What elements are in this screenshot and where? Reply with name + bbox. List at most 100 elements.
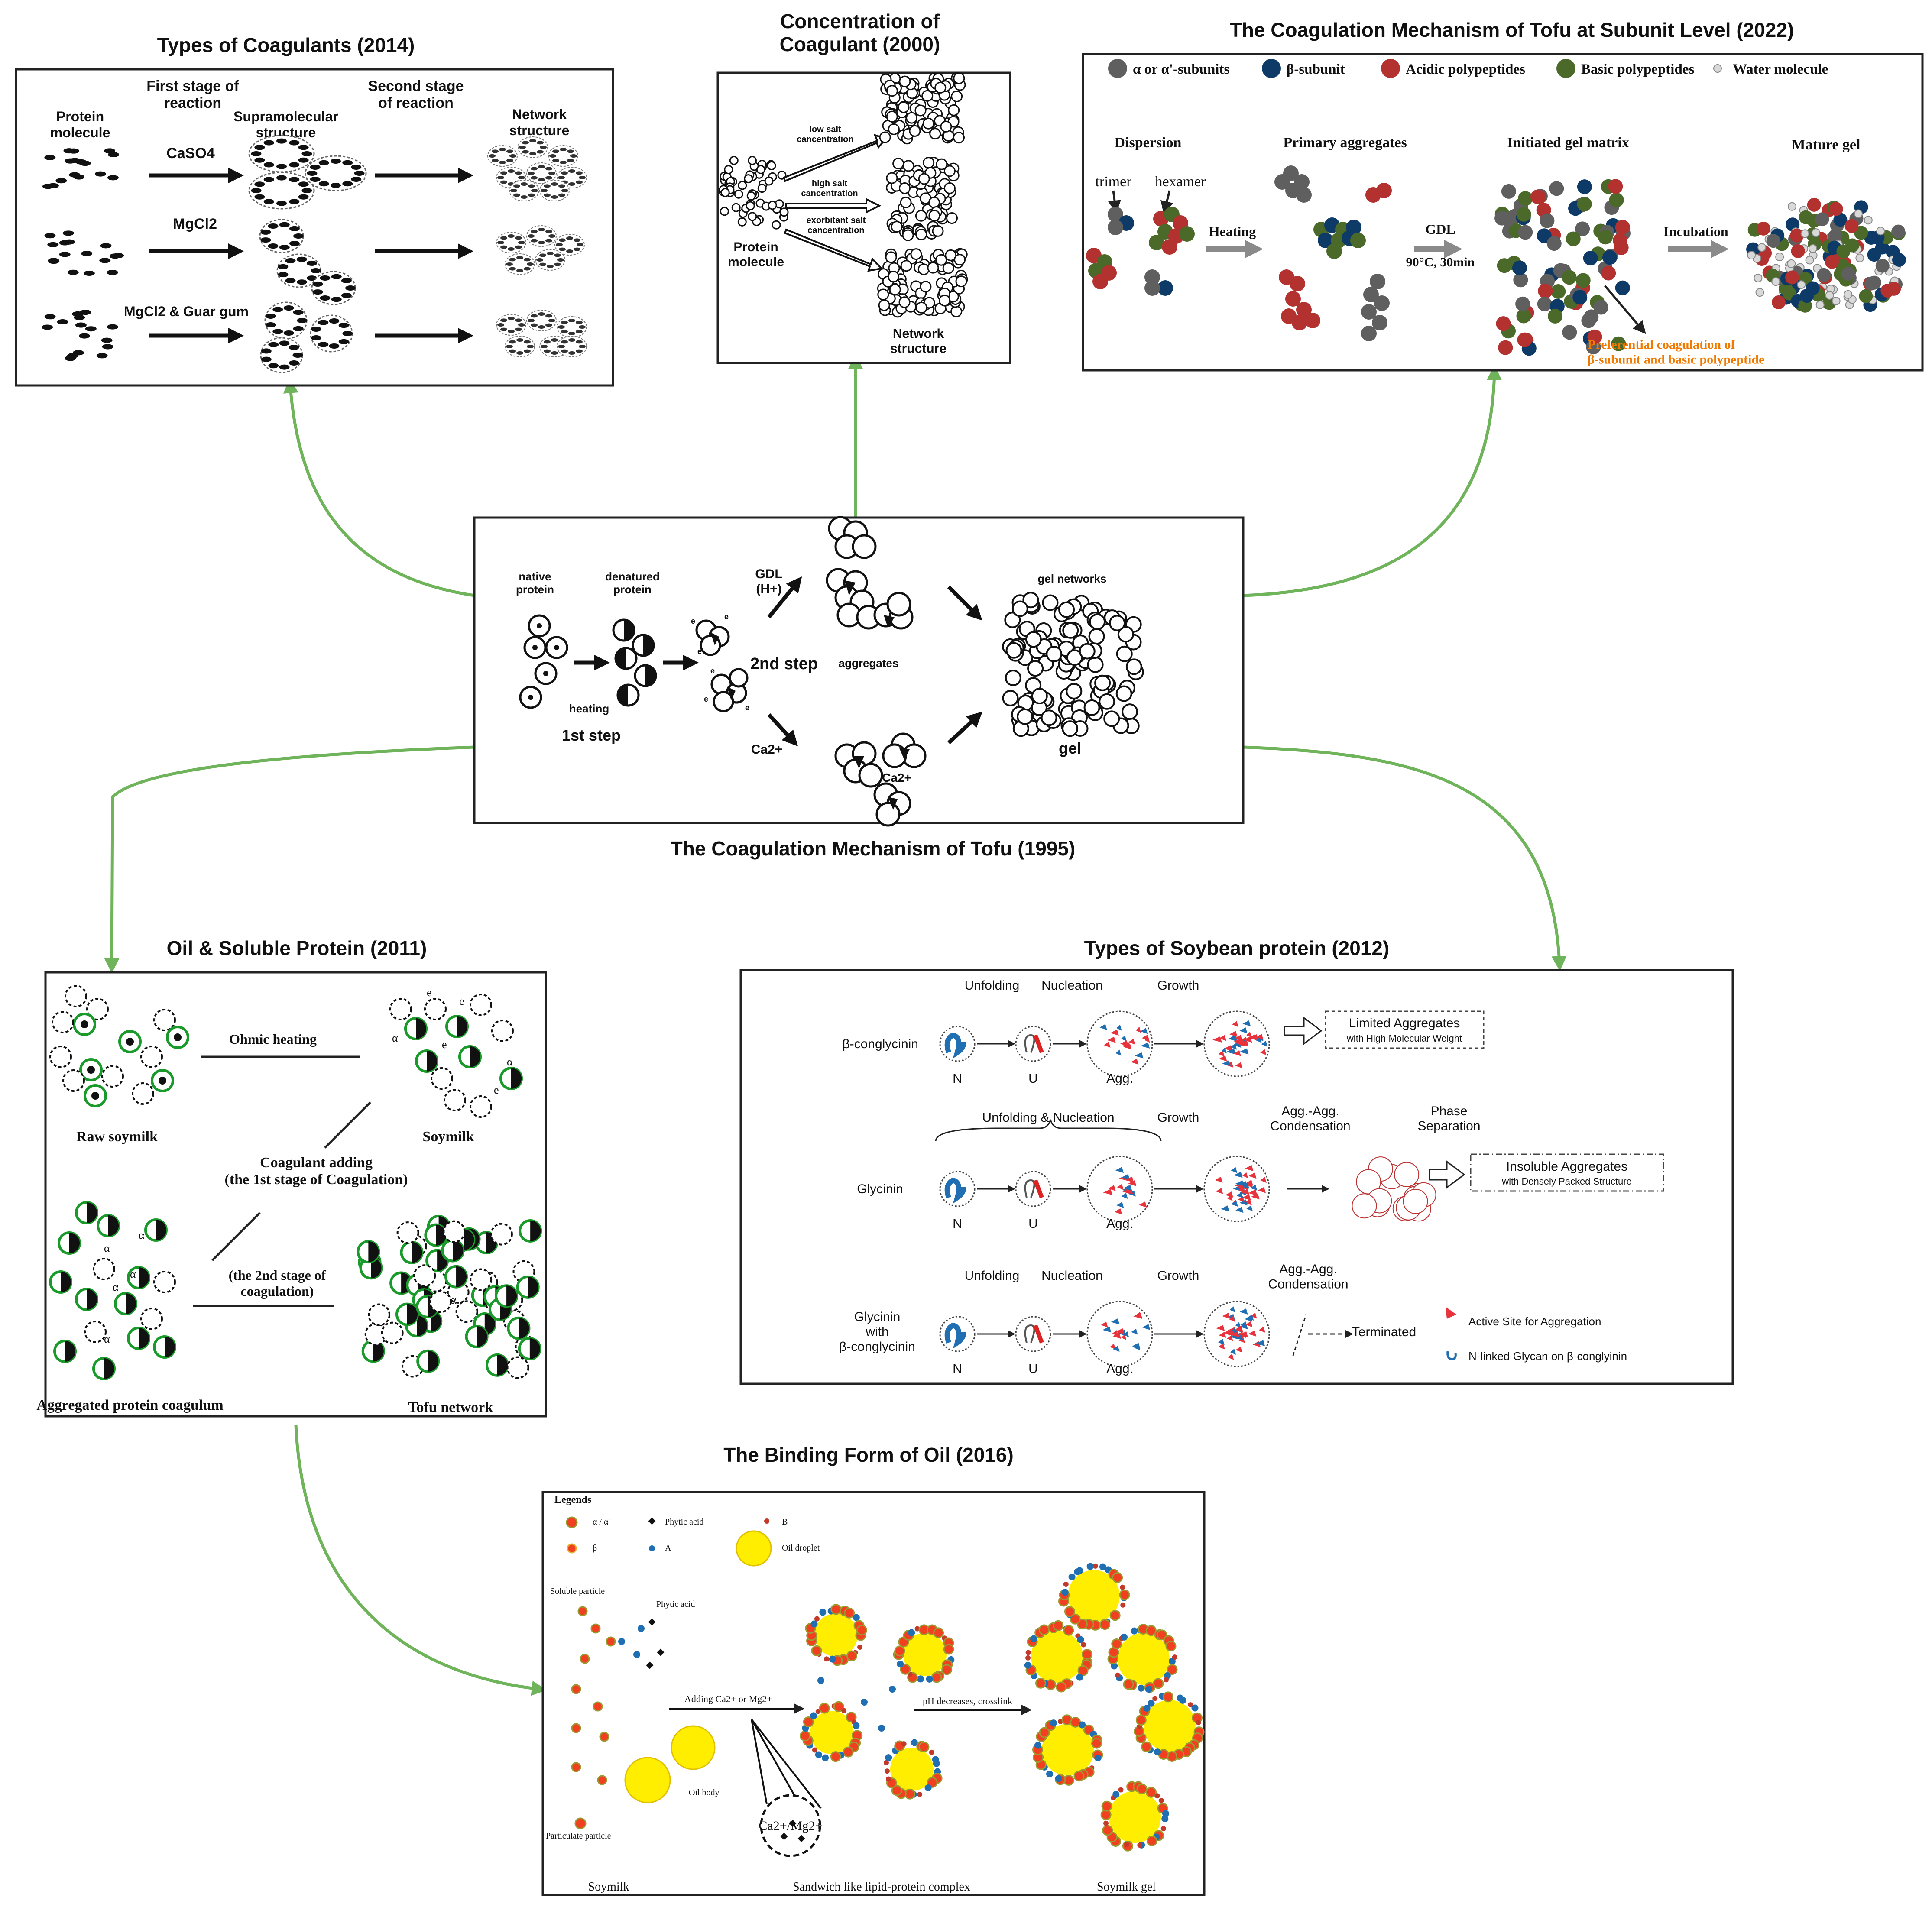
legends-label: Legends bbox=[554, 1494, 591, 1506]
particulate-label: Particulate particle bbox=[546, 1831, 611, 1841]
growth-label-3: Growth bbox=[1157, 1269, 1199, 1283]
gdl-aggregate-top bbox=[828, 516, 877, 559]
greek-marker: α bbox=[104, 1242, 110, 1254]
greek-marker: e bbox=[427, 986, 432, 999]
glycinin-label: Glycinin bbox=[857, 1182, 903, 1196]
phytic-acid-label: Phytic acid bbox=[656, 1599, 695, 1609]
greek-marker: α bbox=[113, 1281, 119, 1293]
legend-b: B bbox=[782, 1517, 788, 1527]
sandwich-label: Sandwich like lipid-protein complex bbox=[793, 1880, 970, 1894]
unfold-nucleation-label: Unfolding & Nucleation bbox=[982, 1111, 1114, 1125]
unfolding-label-3: Unfolding bbox=[965, 1269, 1020, 1283]
state-label: U bbox=[1028, 1217, 1038, 1231]
gdl-aggregate-mid bbox=[826, 568, 914, 630]
glycan-legend: N-linked Glycan on β-conglyinin bbox=[1468, 1350, 1627, 1363]
coagulants-title: Types of Coagulants (2014) bbox=[157, 34, 415, 56]
glycan-legend-icon bbox=[1446, 1351, 1457, 1360]
gel-network bbox=[1002, 592, 1144, 737]
subunit-title: The Coagulation Mechanism of Tofu at Sub… bbox=[1230, 19, 1794, 41]
nucleation-label-1: Nucleation bbox=[1041, 978, 1103, 993]
greek-marker: e bbox=[494, 1084, 499, 1096]
trimer-label: trimer bbox=[1095, 174, 1131, 190]
state-label: Agg. bbox=[1106, 1072, 1133, 1086]
agg-cond-label-3: Agg.-Agg.Condensation bbox=[1268, 1262, 1348, 1292]
connector-to-oil-binding bbox=[294, 1425, 547, 1696]
mgcl2-label: MgCl2 bbox=[173, 216, 217, 232]
active-site-legend-icon bbox=[1446, 1307, 1456, 1319]
beta-conglycinin-label: β-conglycinin bbox=[842, 1037, 918, 1051]
unfolding-label-1: Unfolding bbox=[965, 978, 1020, 993]
oil-binding-frame bbox=[541, 1491, 1206, 1896]
connector-to-oil-protein bbox=[104, 745, 475, 974]
svg-text:e: e bbox=[745, 703, 749, 712]
oil-binding-particles bbox=[566, 1516, 1205, 1852]
legend-item-label: Basic polypeptides bbox=[1581, 62, 1694, 77]
greek-marker: α bbox=[451, 1294, 457, 1306]
first-step-label: 1st step bbox=[562, 726, 621, 744]
ohmic-heating-label: Ohmic heating bbox=[229, 1031, 317, 1047]
oil-binding-panel: The Binding Form of Oil (2016) Legends α… bbox=[541, 1444, 1206, 1896]
dispersion-label: Dispersion bbox=[1115, 135, 1182, 151]
arrow-to-gel-top bbox=[947, 585, 982, 621]
second-step-label: 2nd step bbox=[750, 655, 818, 673]
network-structures bbox=[487, 136, 587, 357]
state-label: Agg. bbox=[1106, 1362, 1133, 1376]
oil-protein-panel: Oil & Soluble Protein (2011) Ohmic heati… bbox=[36, 937, 547, 1418]
nucleation-label-3: Nucleation bbox=[1041, 1269, 1103, 1283]
greek-marker: α bbox=[392, 1032, 398, 1044]
legend-item-label: α or α'-subunits bbox=[1133, 62, 1229, 77]
gdl-condition-label: 90°C, 30min bbox=[1406, 255, 1475, 269]
hexamer-label: hexamer bbox=[1155, 174, 1206, 190]
coagulant-adding-label: Coagulant adding(the 1st stage of Coagul… bbox=[224, 1155, 408, 1188]
legend-phytic: Phytic acid bbox=[665, 1517, 703, 1527]
legend-item-label: β-subunit bbox=[1287, 62, 1345, 77]
aggregates-label: aggregates bbox=[839, 657, 899, 670]
legend-swatch bbox=[1713, 64, 1722, 73]
state-label: N bbox=[953, 1362, 962, 1376]
supramolecular-structures bbox=[248, 135, 367, 373]
legend-item-label: Water molecule bbox=[1733, 62, 1828, 77]
legend-oil: Oil droplet bbox=[782, 1543, 820, 1553]
coagulant-arrows bbox=[149, 168, 473, 343]
legend-alpha: α / α' bbox=[593, 1517, 610, 1527]
state-label: Agg. bbox=[1106, 1217, 1133, 1231]
growth-label-1: Growth bbox=[1157, 978, 1199, 993]
state-label: N bbox=[953, 1217, 962, 1231]
heating-step-label: Heating bbox=[1209, 223, 1256, 239]
limited-aggregates-sub: with High Molecular Weight bbox=[1346, 1033, 1462, 1044]
svg-text:e: e bbox=[710, 667, 715, 675]
ca-mg-label: Ca2+/Mg2+ bbox=[759, 1819, 822, 1833]
soymilk-label: Soymilk bbox=[422, 1129, 474, 1145]
connector-to-subunit bbox=[1243, 365, 1502, 597]
greek-marker: α bbox=[104, 1333, 110, 1345]
legend-swatch bbox=[1381, 59, 1400, 78]
insoluble-aggregates-label: Insoluble Aggregates bbox=[1506, 1159, 1627, 1174]
active-site-legend: Active Site for Aggregation bbox=[1468, 1315, 1601, 1328]
protein-molecule-circles bbox=[719, 155, 789, 230]
heating-label: heating bbox=[569, 702, 609, 715]
subunit-panel: The Coagulation Mechanism of Tofu at Sub… bbox=[1082, 19, 1924, 372]
soy-protein-panel: Types of Soybean protein (2012) β-congly… bbox=[739, 937, 1734, 1385]
legend-item-label: Acidic polypeptides bbox=[1406, 62, 1525, 77]
agg-cond-label-2: Agg.-Agg.Condensation bbox=[1270, 1104, 1350, 1133]
ca-label: Ca2+ bbox=[751, 742, 783, 757]
oil-protein-title: Oil & Soluble Protein (2011) bbox=[167, 937, 427, 959]
insoluble-aggregates-sub: with Densely Packed Structure bbox=[1501, 1176, 1632, 1187]
svg-text:e: e bbox=[697, 647, 702, 656]
conc-arrows bbox=[783, 133, 888, 272]
mgcl2-guar-label: MgCl2 & Guar gum bbox=[124, 304, 249, 319]
concentration-frame bbox=[716, 71, 1011, 364]
